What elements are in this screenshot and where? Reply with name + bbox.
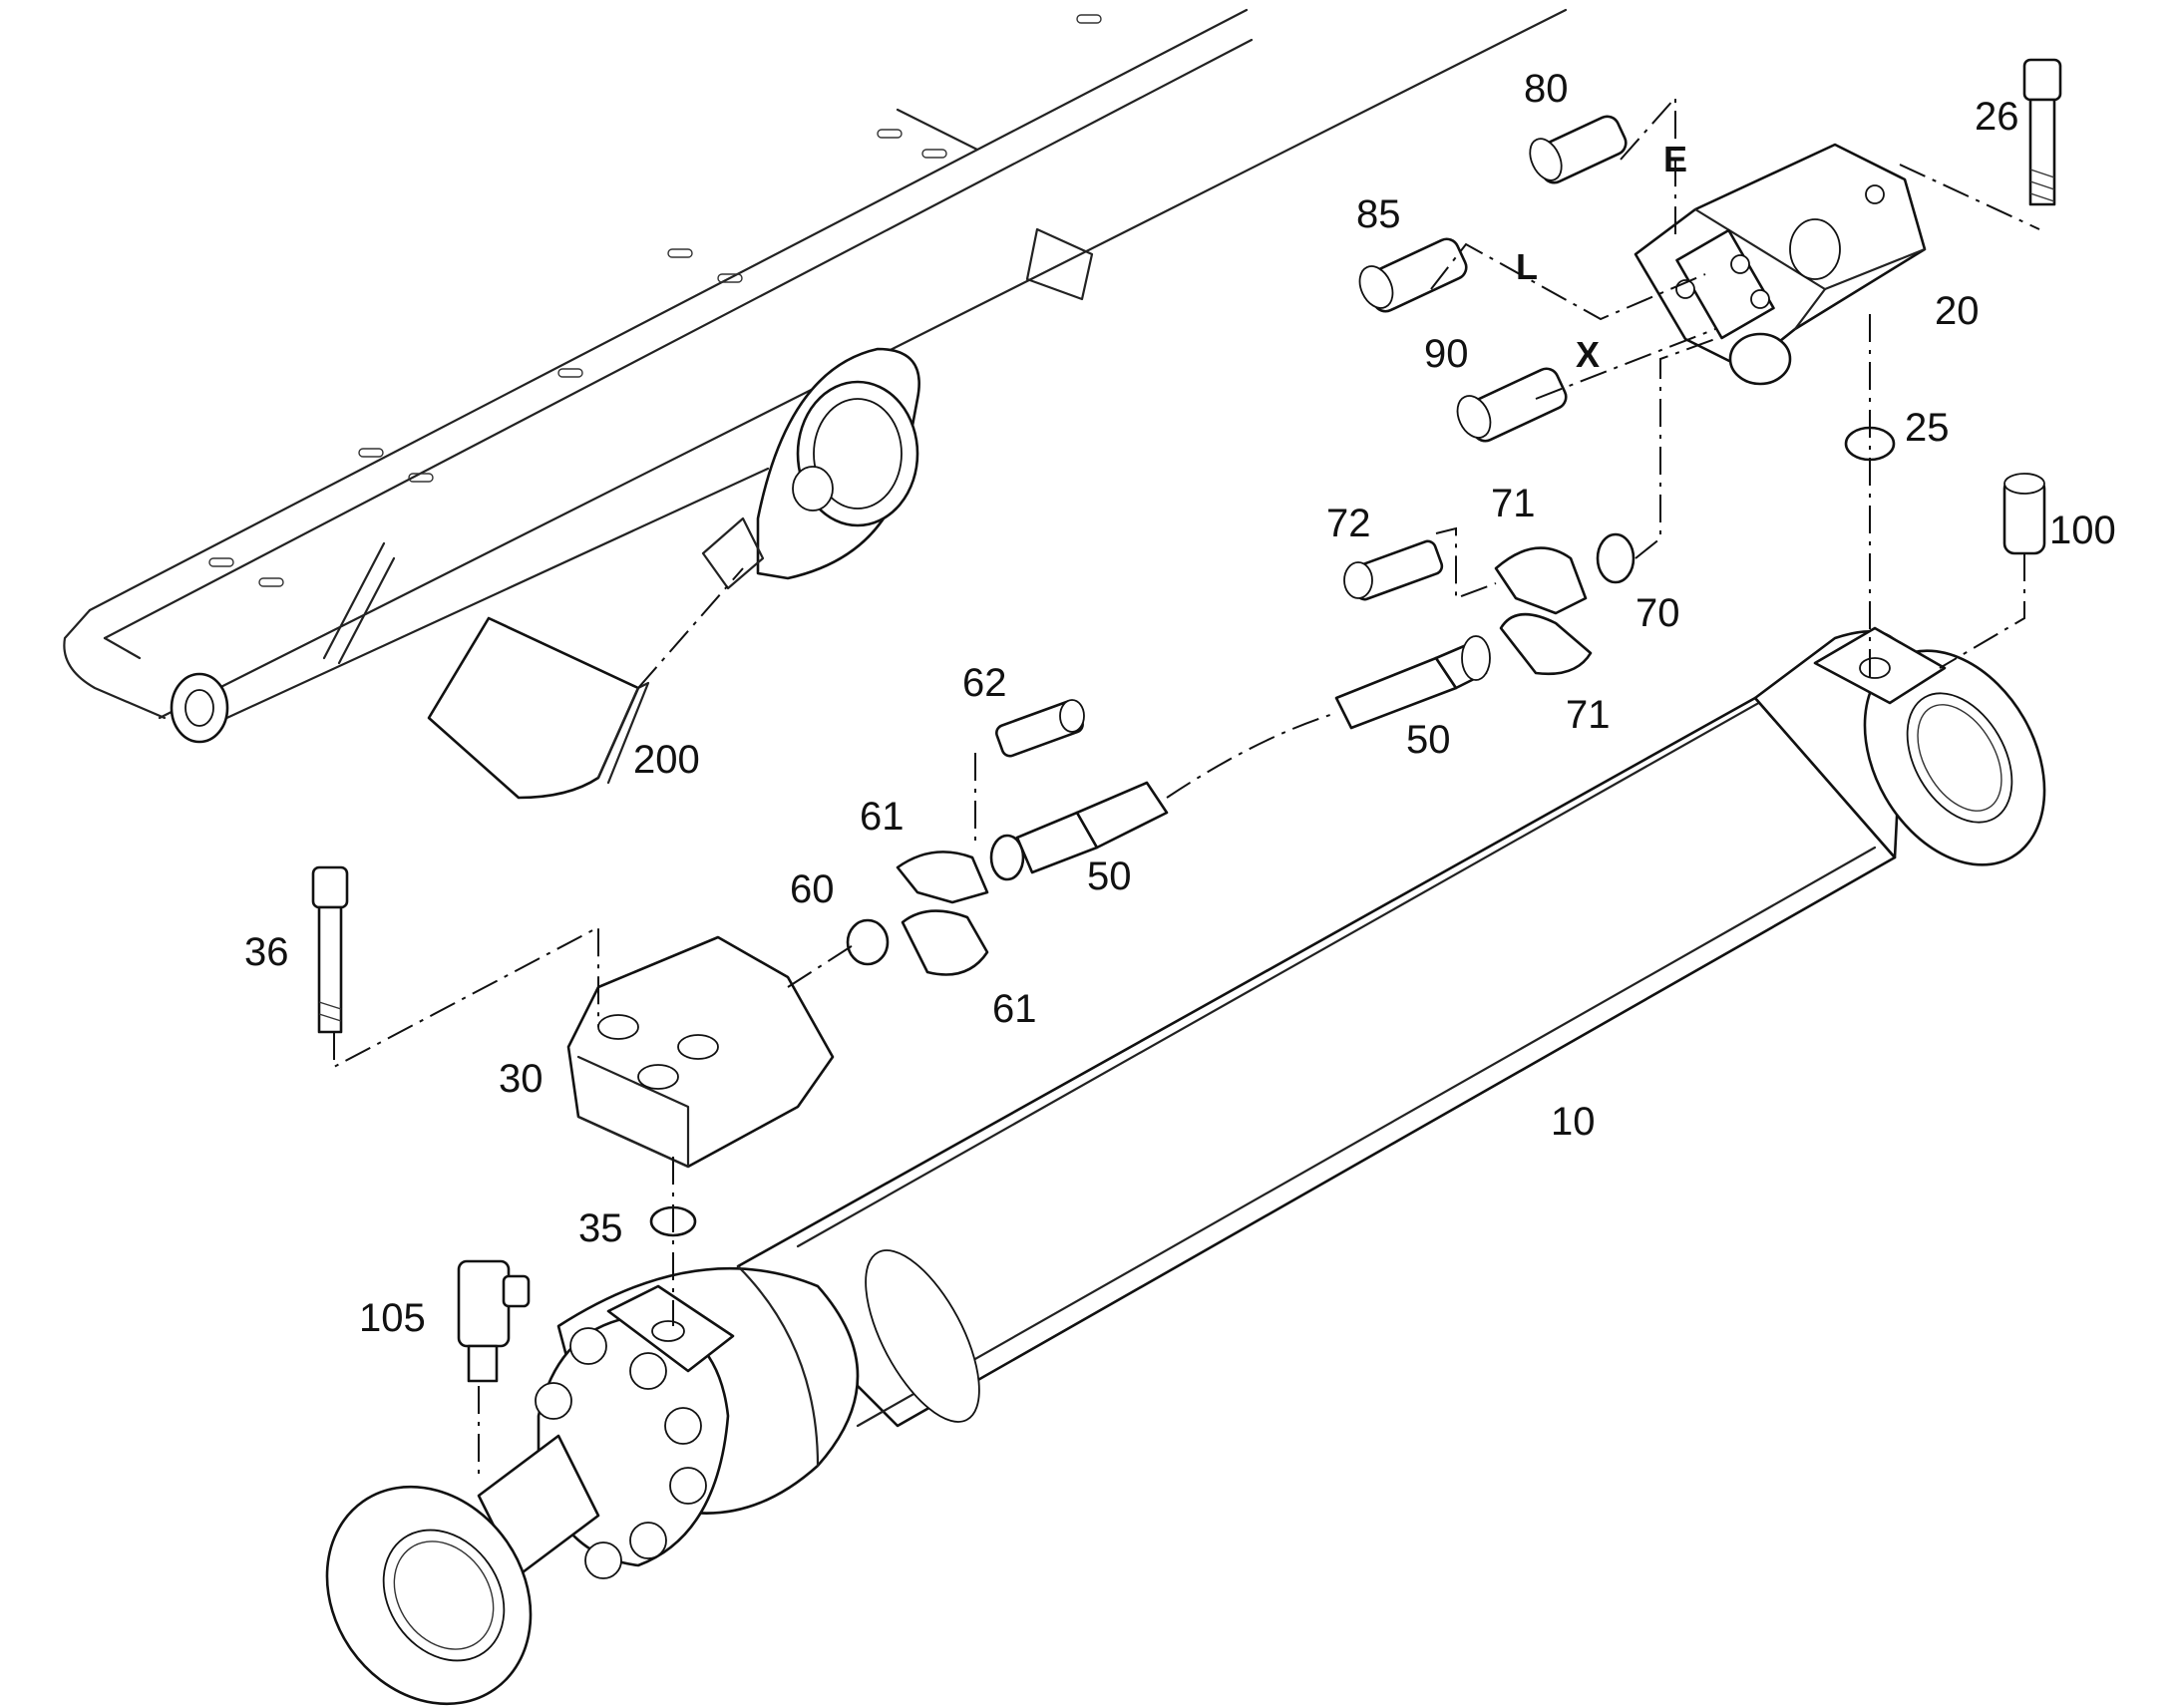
callout-30: 30 [499, 1057, 544, 1101]
callout-200: 200 [633, 738, 700, 782]
callout-50-upper: 50 [1406, 718, 1451, 762]
callout-20: 20 [1935, 289, 1980, 333]
mounting-block-part-30 [566, 935, 835, 1169]
seal-part-70 [1596, 532, 1635, 584]
bolt-part-62 [995, 699, 1085, 758]
port-label-e: E [1663, 139, 1687, 179]
leader-port-x [1535, 328, 1716, 400]
hose-part-50-upper [1334, 635, 1491, 730]
callout-80: 80 [1524, 67, 1569, 111]
port-label-l: L [1516, 246, 1538, 287]
wedge-part-200 [427, 616, 650, 800]
callout-90: 90 [1424, 332, 1469, 376]
clamp-half-part-61-upper [896, 851, 989, 904]
leader-36 [333, 925, 599, 1069]
callout-62: 62 [962, 661, 1007, 705]
leader-200 [637, 567, 744, 689]
clamp-half-part-61-lower [901, 909, 989, 976]
bolt-part-36 [311, 865, 349, 1034]
clamp-half-part-71-upper [1494, 546, 1588, 615]
leader-port-l [1430, 242, 1706, 321]
hose-part-50-lower [989, 781, 1169, 881]
callout-35: 35 [578, 1206, 623, 1250]
fitting-part-90 [1456, 367, 1568, 443]
callout-10: 10 [1551, 1100, 1596, 1144]
callout-72: 72 [1326, 502, 1371, 545]
boom-arm [63, 8, 1568, 744]
callout-36: 36 [244, 930, 289, 974]
clamp-half-part-71-lower [1499, 612, 1593, 676]
leader-100 [1939, 553, 2025, 669]
bolt-part-26 [2022, 58, 2062, 206]
callout-50-lower: 50 [1087, 854, 1132, 898]
fitting-part-80 [1529, 115, 1628, 184]
callout-60: 60 [790, 867, 835, 911]
hydraulic-cylinder-part-10 [325, 626, 2046, 1706]
callout-61-lower: 61 [992, 987, 1037, 1031]
port-label-x: X [1576, 334, 1600, 375]
callout-26: 26 [1975, 95, 2019, 139]
callout-100: 100 [2049, 509, 2116, 552]
callout-85: 85 [1356, 192, 1401, 236]
leader-72 [1435, 526, 1497, 600]
valve-block-part-20 [1634, 143, 1927, 386]
valve-part-105 [457, 1259, 531, 1383]
callout-71-upper: 71 [1491, 482, 1536, 525]
callout-61-upper: 61 [860, 795, 905, 839]
callout-25: 25 [1905, 406, 1950, 450]
leader-70 [1635, 338, 1716, 559]
fitting-part-100 [2002, 473, 2046, 555]
callout-71-lower: 71 [1566, 693, 1611, 737]
callout-70: 70 [1635, 591, 1680, 635]
bolt-part-72 [1343, 539, 1444, 601]
leader-port-e [1620, 95, 1676, 234]
hose-leader [1166, 712, 1337, 799]
callout-105: 105 [359, 1296, 426, 1340]
fitting-part-85 [1358, 237, 1468, 313]
leader-60 [787, 941, 859, 988]
seal-part-60 [846, 918, 890, 966]
leader-26 [1899, 164, 2040, 230]
